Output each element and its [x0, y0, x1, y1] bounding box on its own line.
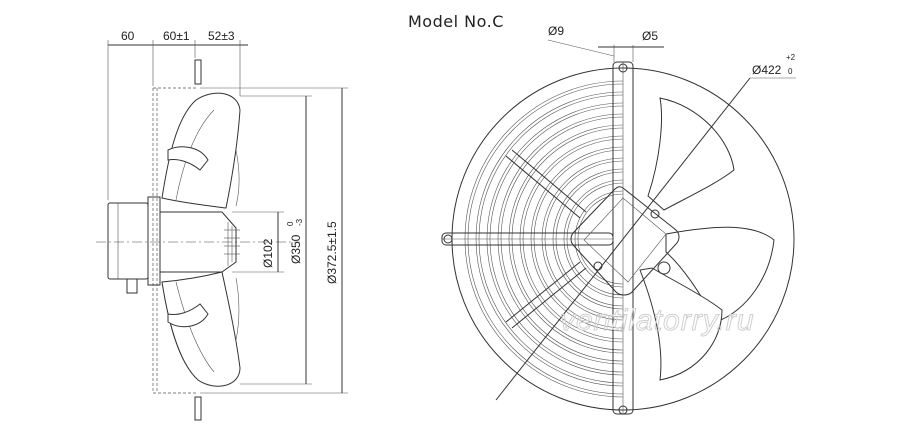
motor-screw-2: [593, 261, 603, 271]
fan-blade-3: [639, 267, 723, 381]
dim-blade-depth: 60±1: [163, 29, 190, 43]
motor-body: [107, 202, 149, 280]
blade-side-top: [161, 92, 241, 209]
mount-hole-bottom: [618, 405, 628, 415]
fan-blade-1: [647, 97, 735, 211]
mount-hole-left: [443, 234, 453, 244]
front-view: Ø9 Ø5 Ø422 +2 0: [441, 24, 796, 415]
side-view: 60 60±1 52±3 Ø102 Ø350 0-3 Ø372.5±1.5: [96, 29, 348, 421]
fan-blade-2: [665, 226, 775, 323]
strut-lower-left: [505, 261, 587, 329]
dim-mount-depth: 52±3: [208, 29, 235, 43]
watermark: ventilatorry.ru: [560, 304, 755, 337]
dim-blade-dia-tol: 0-3: [286, 218, 304, 226]
dim-outer-tol-lower: 0: [788, 67, 793, 76]
dim-overhang: 60: [121, 29, 135, 43]
dim-blade-dia: Ø350: [289, 234, 303, 264]
motor-plate: [570, 186, 680, 296]
dim-hub-dia: Ø102: [261, 238, 275, 268]
dim-outer-tol-upper: +2: [786, 53, 796, 62]
blade-side-bottom: [161, 271, 241, 387]
strut-upper-left: [505, 149, 587, 219]
model-title: Model No.C: [408, 12, 504, 31]
motor-screw-1: [650, 209, 660, 219]
mount-feet: [194, 59, 202, 421]
cable-gland: [126, 278, 138, 294]
dim-rod: Ø5: [642, 29, 658, 43]
dim-mount-dia: Ø372.5±1.5: [325, 221, 339, 284]
dim-hole: Ø9: [548, 24, 564, 38]
outer-dia-leader: [495, 77, 751, 401]
cable-gland-front: [657, 261, 671, 275]
dim-outer-dia: Ø422: [752, 63, 782, 77]
motor-flange: [147, 196, 161, 286]
mount-frame-outline: [152, 87, 196, 394]
blade-side-mid-top: [167, 146, 209, 171]
blade-side-mid-bottom: [167, 303, 209, 328]
hub-outline: [160, 211, 237, 273]
mount-hole-top: [618, 63, 628, 73]
